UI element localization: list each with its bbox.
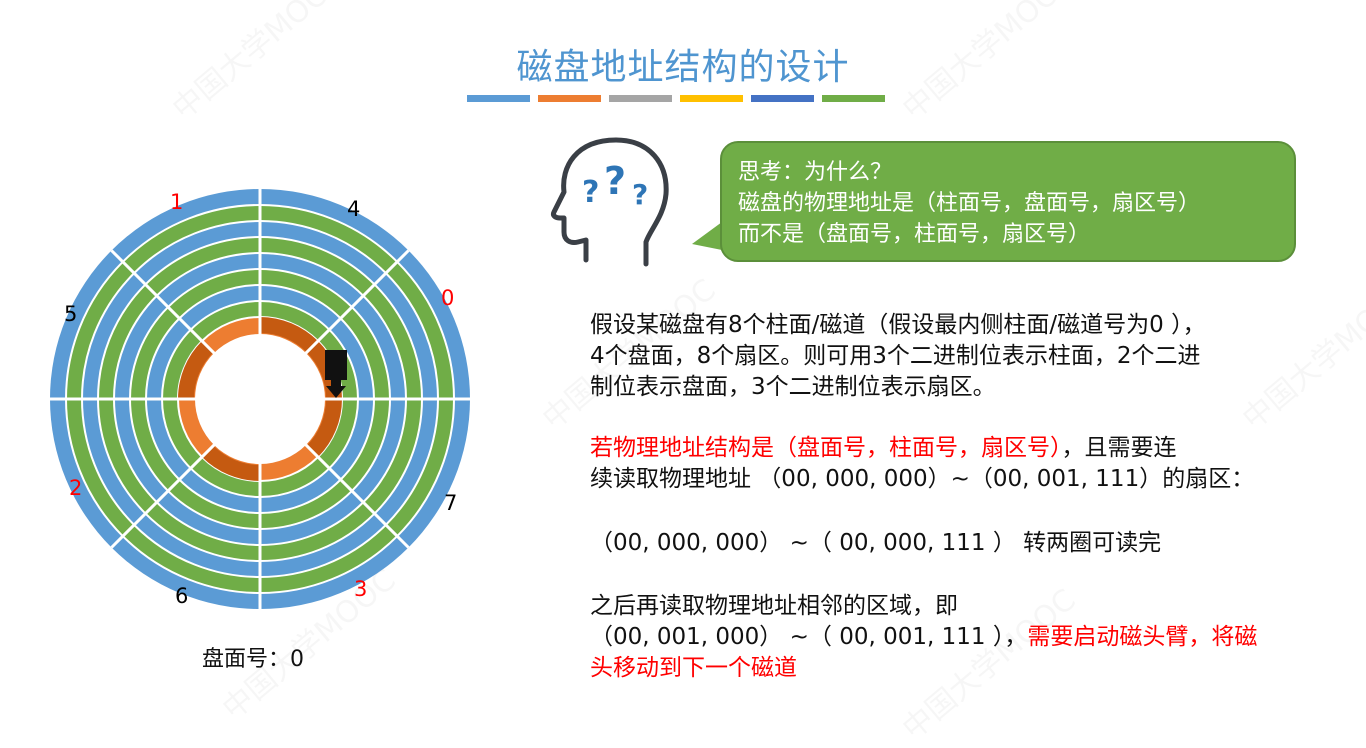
text-line: 制位表示盘面，3个二进制位表示扇区。 (590, 374, 996, 400)
page-title: 磁盘地址结构的设计 (516, 47, 850, 88)
underline-segment (609, 95, 672, 102)
underline-segment (467, 95, 530, 102)
sector-label: 6 (175, 584, 188, 608)
watermark: 中国大学MOOC (1231, 266, 1366, 437)
sector-segment (202, 445, 260, 481)
read-head-icon (325, 350, 347, 398)
underline-segment (751, 95, 814, 102)
underline-segment (538, 95, 601, 102)
highlight-text: 若物理地址结构是（盘面号，柱面号，扇区号） (590, 435, 1062, 461)
sector-label: 2 (69, 476, 82, 500)
next-read-paragraph: 之后再读取物理地址相邻的区域，即 （00, 001, 000） ~（ 00, 0… (590, 591, 1257, 684)
disk-diagram: 1 4 0 5 2 7 6 3 (50, 189, 470, 609)
thinking-head-icon: ? ? ? (551, 137, 669, 267)
sector-segment (306, 399, 342, 457)
sector-label: 3 (354, 577, 367, 601)
title-underline (467, 95, 885, 102)
scenario-paragraph: 若物理地址结构是（盘面号，柱面号，扇区号），且需要连 续读取物理地址 （00, … (590, 433, 1254, 495)
sector-segment (178, 341, 214, 399)
read-range-line: （00, 000, 000） ~（ 00, 000, 111 ） 转两圈可读完 (590, 530, 1162, 556)
platter-number-caption: 盘面号：0 (202, 647, 304, 672)
svg-text:?: ? (604, 159, 626, 203)
text-line: 假设某磁盘有8个柱面/磁道（假设最内侧柱面/磁道号为0 ）， (590, 312, 1206, 338)
thinking-bubble: 思考：为什么？ 磁盘的物理地址是（柱面号，盘面号，扇区号） 而不是（盘面号，柱面… (720, 141, 1296, 262)
sector-label: 4 (347, 197, 360, 221)
text-line: 之后再读取物理地址相邻的区域，即 (590, 593, 958, 619)
text-line: （00, 001, 000） ~（ 00, 001, 111 ），需要启动磁头臂… (590, 622, 1257, 653)
svg-text:?: ? (582, 175, 599, 210)
assumption-paragraph: 假设某磁盘有8个柱面/磁道（假设最内侧柱面/磁道号为0 ）， 4个盘面，8个扇区… (590, 310, 1206, 403)
sector-label: 0 (441, 286, 454, 310)
bubble-line: 思考：为什么？ (738, 160, 893, 185)
sector-label: 1 (170, 190, 183, 214)
sector-label: 5 (64, 302, 77, 326)
text-span: （00, 001, 000） ~（ 00, 001, 111 ）， (590, 624, 1028, 650)
text-line: 4个盘面，8个扇区。则可用3个二进制位表示柱面，2个二进 (590, 343, 1201, 369)
text-span: ，且需要连 (1061, 435, 1177, 461)
highlight-text: 头移动到下一个磁道 (590, 655, 797, 681)
bubble-line: 而不是（盘面号，柱面号，扇区号） (738, 222, 1091, 247)
svg-text:?: ? (632, 178, 648, 211)
sector-label: 7 (444, 491, 457, 515)
bubble-tail (692, 222, 722, 250)
bubble-line: 磁盘的物理地址是（柱面号，盘面号，扇区号） (738, 191, 1201, 216)
text-line: 续读取物理地址 （00, 000, 000）~（00, 001, 111）的扇区… (590, 466, 1255, 492)
text-line: 若物理地址结构是（盘面号，柱面号，扇区号），且需要连 (590, 433, 1254, 464)
disk-spindle-hole (195, 334, 325, 464)
highlight-text: 需要启动磁头臂，将磁 (1027, 624, 1258, 650)
underline-segment (680, 95, 743, 102)
underline-segment (822, 95, 885, 102)
